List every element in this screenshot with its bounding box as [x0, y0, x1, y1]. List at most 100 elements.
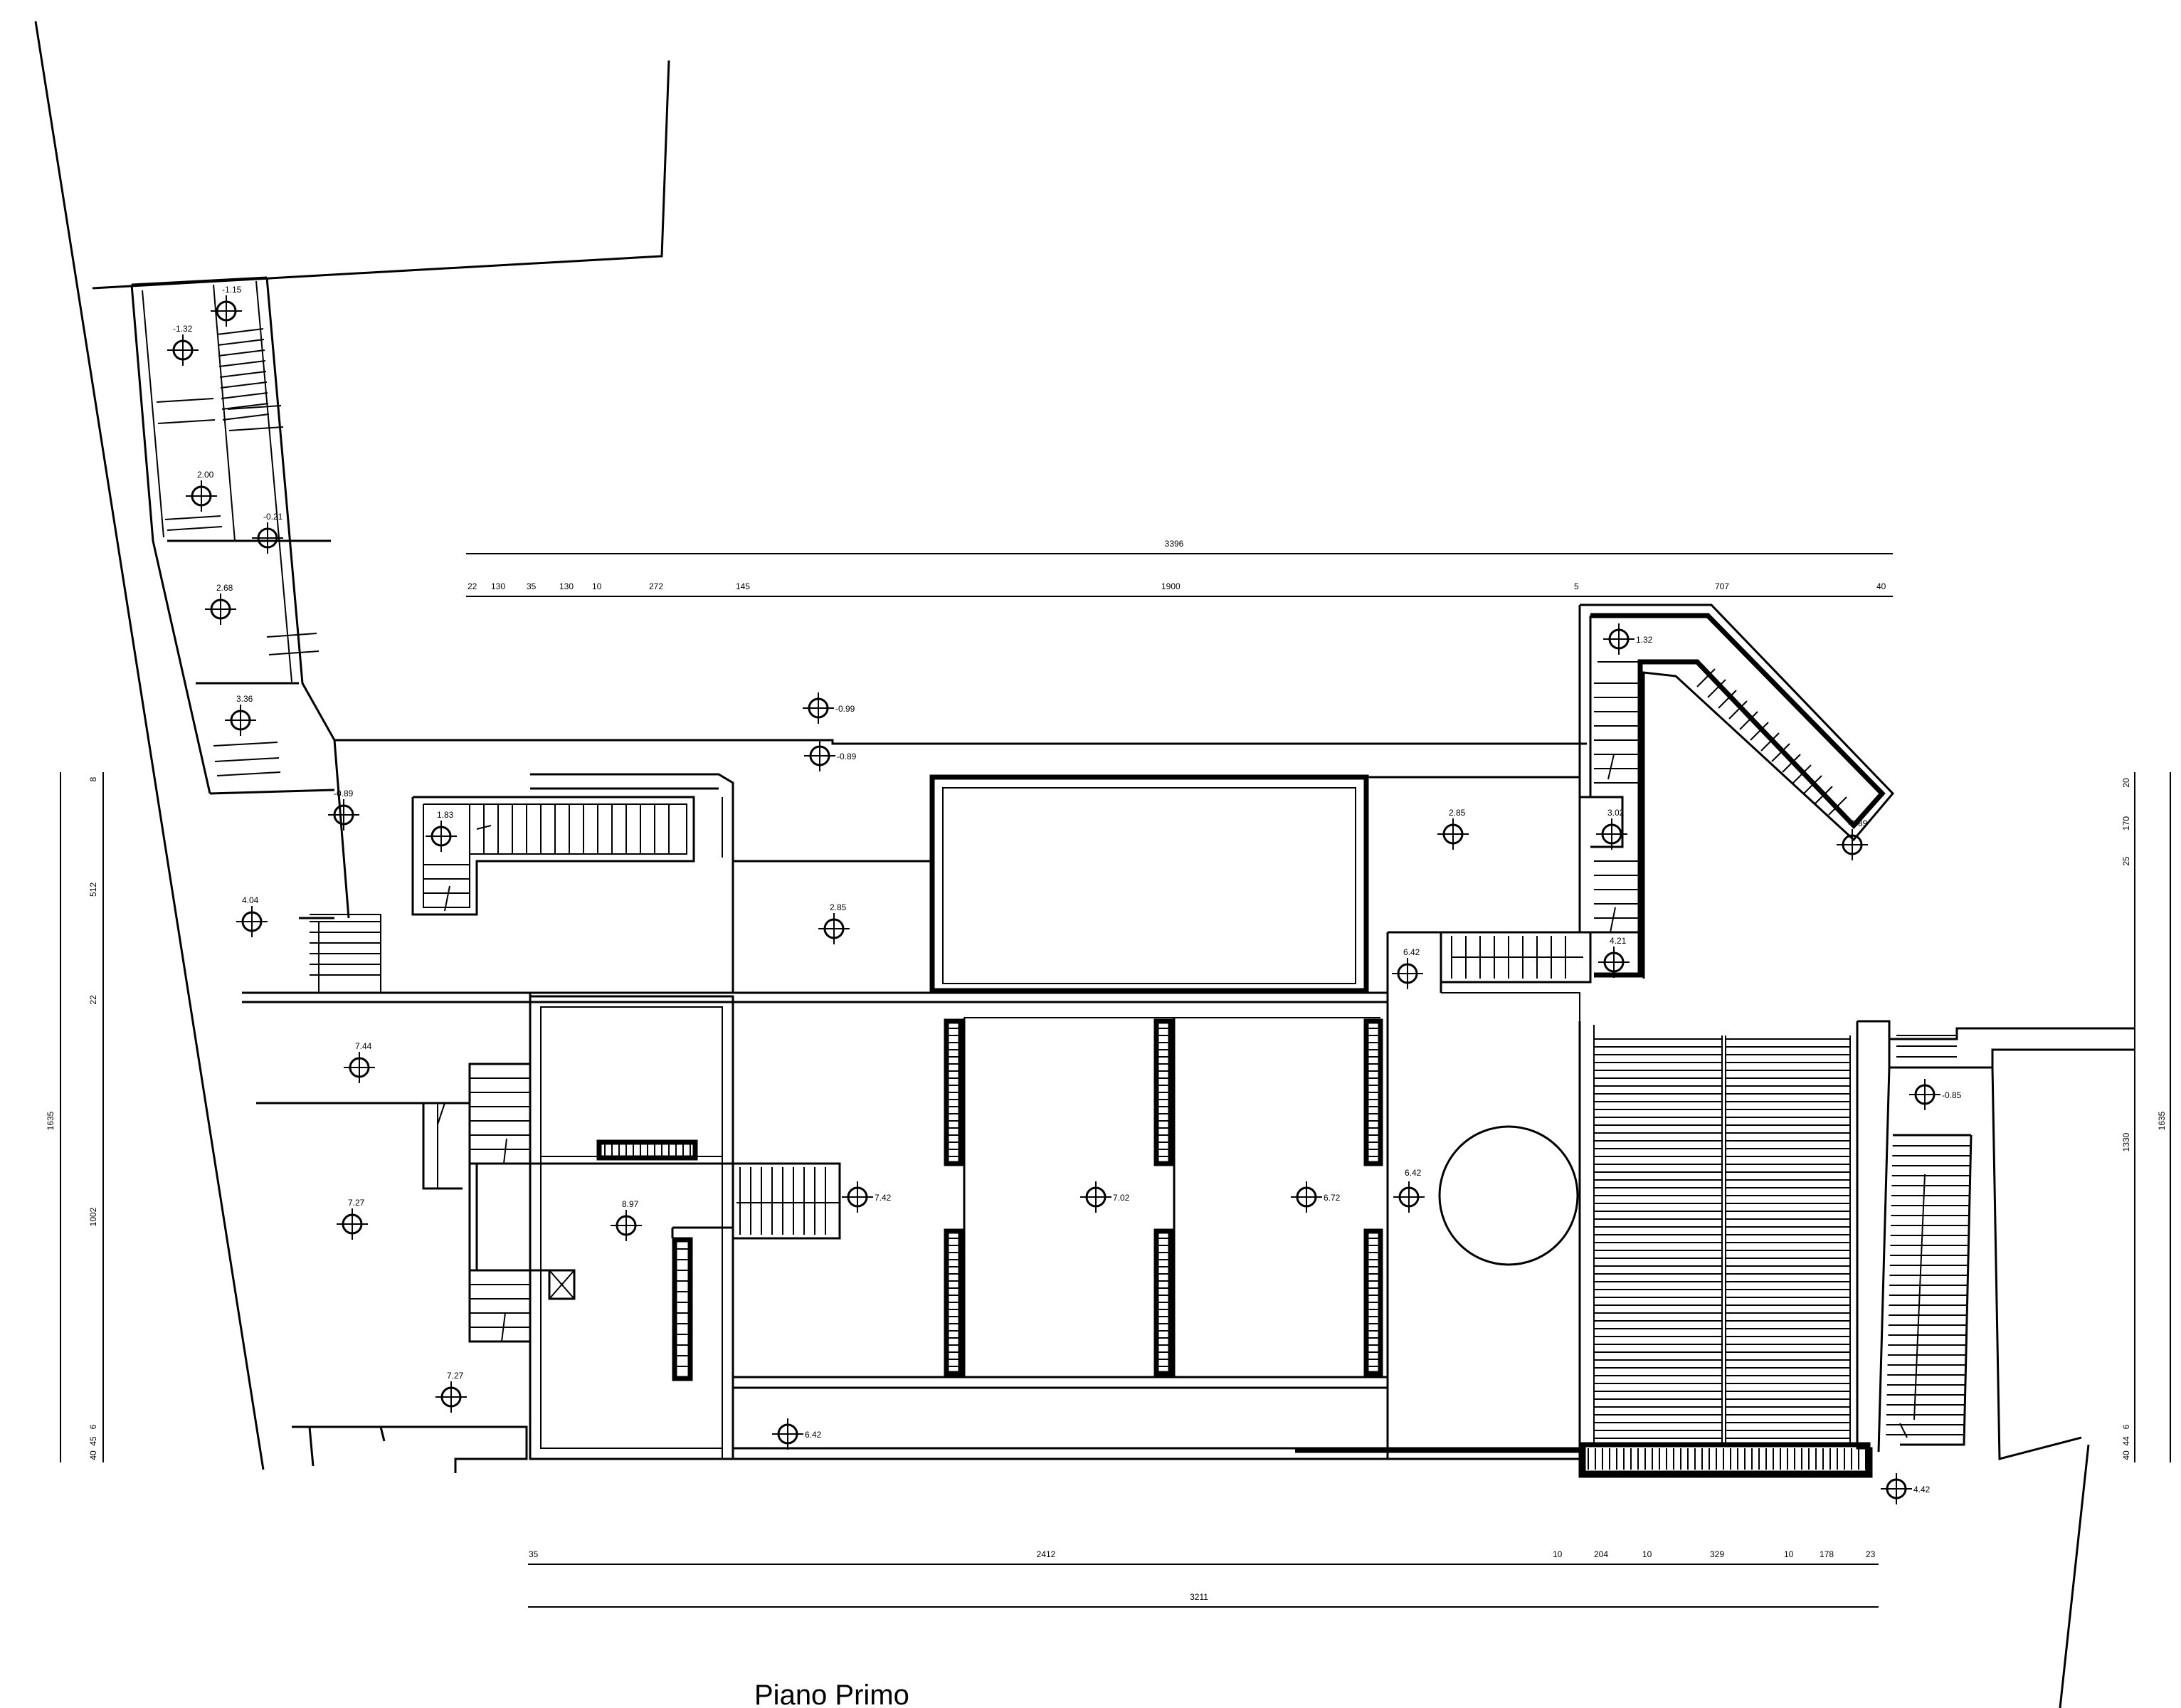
level-marker: -0.21: [252, 512, 283, 554]
dim-top-part: 707: [1715, 581, 1729, 591]
dim-left-part: 6: [88, 1424, 98, 1429]
level-marker: -0.89: [804, 740, 857, 771]
right-dimension-chain: 20 170 25 1330 40 44 6 1635: [2121, 772, 2171, 1462]
dim-right-part: 40: [2121, 1450, 2131, 1460]
level-value: 2.85: [1449, 808, 1466, 818]
level-marker: -0.89: [1837, 818, 1868, 860]
dim-bottom-part: 10: [1553, 1549, 1563, 1559]
dim-left-part: 8: [88, 776, 98, 781]
level-marker: -1.32: [167, 324, 199, 366]
dim-top-part: 10: [592, 581, 602, 591]
level-value: 7.27: [348, 1198, 365, 1208]
dim-top-part: 1900: [1161, 581, 1181, 591]
level-value: 7.44: [355, 1041, 372, 1051]
level-marker: 6.42: [1393, 1168, 1425, 1213]
level-value: 2.00: [197, 470, 214, 480]
dim-right-part: 20: [2121, 778, 2131, 788]
dim-top-part: 130: [559, 581, 574, 591]
level-marker: 1.32: [1603, 623, 1653, 655]
level-marker: 6.42: [772, 1418, 822, 1450]
level-marker: 7.02: [1080, 1181, 1130, 1213]
level-marker: 7.27: [337, 1198, 368, 1240]
level-value: 1.83: [437, 810, 454, 820]
level-marker: 2.85: [818, 902, 850, 944]
level-marker: 2.68: [205, 583, 236, 625]
dim-left-part: 1002: [88, 1207, 98, 1226]
level-marker: 7.44: [344, 1041, 375, 1083]
level-value: 4.04: [242, 895, 259, 905]
level-value: 7.27: [447, 1371, 464, 1381]
level-value: -0.99: [835, 704, 855, 714]
dim-bottom-part: 35: [529, 1549, 539, 1559]
level-value: 6.72: [1324, 1193, 1341, 1203]
dim-bottom-part: 10: [1642, 1549, 1652, 1559]
level-marker: 7.27: [435, 1371, 467, 1413]
level-value: 2.85: [830, 902, 847, 912]
level-marker: 4.42: [1881, 1473, 1931, 1504]
right-tribune: [1578, 1021, 1873, 1478]
level-marker: 2.00: [186, 470, 217, 512]
stair-6-42-upper: [1451, 936, 1583, 979]
dim-bottom-part: 178: [1820, 1549, 1834, 1559]
seating-hall: [722, 1001, 1580, 1460]
stair-1-83: [423, 804, 670, 912]
dim-right-part: 1330: [2121, 1132, 2131, 1151]
dim-right-part: 25: [2121, 856, 2131, 866]
dim-top-part: 130: [491, 581, 505, 591]
seat-ticks: [946, 1028, 1380, 1367]
level-marker: -0.89: [328, 789, 359, 831]
level-value: 7.42: [875, 1193, 892, 1203]
level-value: 6.42: [805, 1430, 822, 1440]
level-marker: -0.99: [803, 692, 855, 724]
tribune-steps: [1588, 1038, 1866, 1470]
ramp-landings: [156, 398, 320, 776]
dim-top-part: 272: [649, 581, 663, 591]
level-value: 3.36: [236, 694, 253, 704]
far-right-stair-steps: [1886, 1145, 1971, 1435]
dim-left-part: 512: [88, 882, 98, 897]
level-marker: -1.15: [211, 285, 242, 327]
top-dimension-chain: 3396 22 130 35 130 10 272 145 1900 5 707…: [466, 539, 1893, 597]
level-marker: 8.97: [611, 1199, 642, 1241]
drawing-title: Piano Primo: [754, 1680, 909, 1708]
dim-right-part: 44: [2121, 1436, 2131, 1446]
dim-top-part: 40: [1876, 581, 1886, 591]
stair-right-vertical: [1594, 682, 1640, 933]
lower-left-rooms: [256, 993, 532, 1473]
dim-bottom-total: 3211: [1190, 1592, 1208, 1602]
dim-bottom-part: 204: [1594, 1549, 1608, 1559]
dim-left-part: 22: [88, 995, 98, 1005]
main-wall-band: [242, 914, 1389, 1011]
level-marker: 4.21: [1598, 936, 1630, 978]
dim-right-part: 170: [2121, 816, 2131, 831]
dim-top-part: 35: [527, 581, 537, 591]
dim-top-part: 22: [468, 581, 477, 591]
ramp-stairs-upper: [216, 328, 270, 421]
level-value: 1.32: [1636, 635, 1653, 645]
level-marker: -0.85: [1909, 1079, 1962, 1110]
level-value: -0.89: [1848, 818, 1868, 828]
level-value: 7.02: [1113, 1193, 1130, 1203]
level-value: 6.42: [1403, 947, 1420, 957]
dim-top-total: 3396: [1165, 539, 1184, 549]
level-value: 4.42: [1913, 1485, 1931, 1494]
level-marker: 6.72: [1291, 1181, 1341, 1213]
level-marker: 7.42: [842, 1181, 892, 1213]
dim-bottom-part: 329: [1710, 1549, 1724, 1559]
right-top-block: [1386, 603, 1895, 1021]
level-marker: 3.02: [1596, 808, 1627, 850]
level-value: -0.89: [334, 789, 354, 798]
level-value: -1.15: [222, 285, 242, 295]
level-marker: 1.83: [426, 810, 457, 852]
level-value: -1.32: [173, 324, 193, 334]
dim-left-part: 45: [88, 1436, 98, 1446]
level-value: 4.21: [1610, 936, 1627, 946]
stair-7-42: [732, 1162, 841, 1240]
dim-right-total: 1635: [2157, 1111, 2167, 1130]
site-boundary: [34, 21, 2090, 1708]
level-value: 3.02: [1607, 808, 1625, 818]
level-marker: 2.85: [1437, 808, 1469, 850]
level-markers: -1.15 -1.32 2.00 -0.21 2.68 3.36 -0.89 1.83 4.04…: [167, 285, 1962, 1504]
bottom-dimension-chain: 35 2412 10 204 10 329 10 178 23 3211: [528, 1549, 1879, 1608]
